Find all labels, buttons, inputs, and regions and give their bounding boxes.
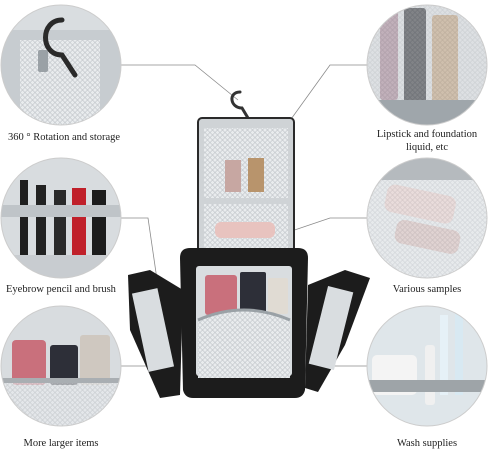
label-larger: More larger items [23,438,99,449]
label-lipstick: Lipstick and foundation liquid, etc [376,129,478,153]
detail-circle-samples [367,158,487,278]
detail-circle-lipstick [367,5,487,125]
leader-rotation [121,64,239,101]
label-eyebrow: Eyebrow pencil and brush [6,284,116,295]
leader-eyebrow [121,217,161,301]
detail-circle-eyebrow [1,158,121,278]
label-samples: Various samples [392,284,462,295]
label-rotation: 360 ° Rotation and storage [8,132,121,143]
toiletry-bag [128,90,370,398]
label-wash: Wash supplies [396,438,458,449]
detail-circle-hook [1,5,121,125]
detail-circle-wash [367,306,487,426]
